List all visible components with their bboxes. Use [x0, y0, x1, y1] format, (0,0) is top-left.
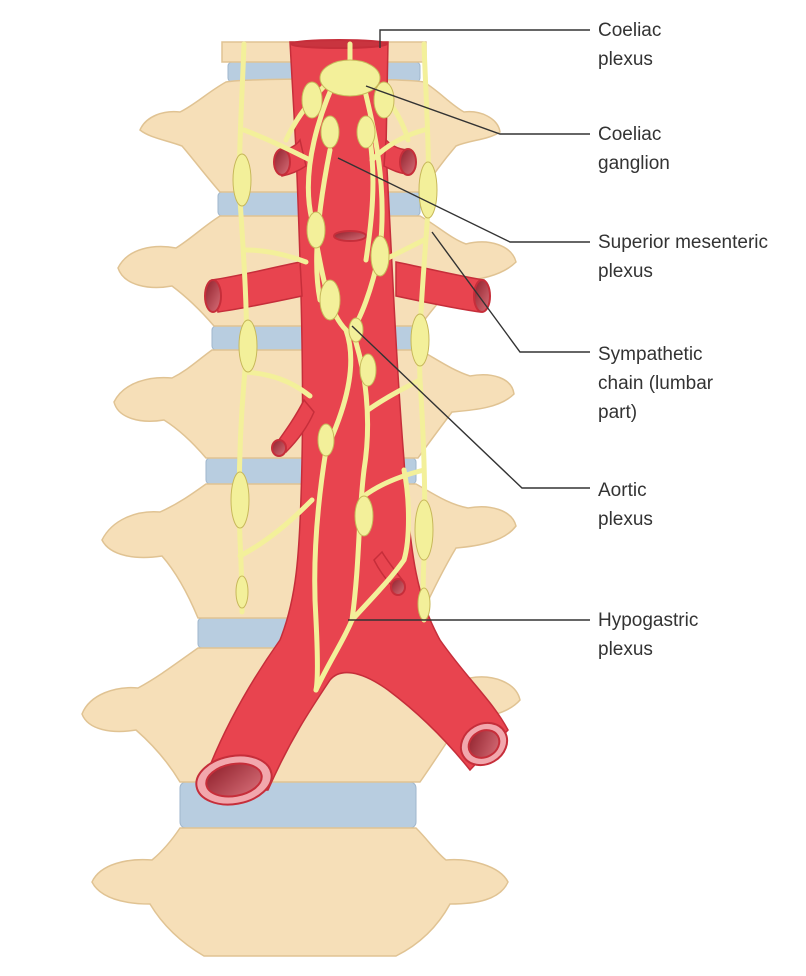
arteries	[198, 41, 509, 793]
sacrum	[91, 827, 509, 957]
label-hypogastric-plexus-line-1: Hypogastric	[598, 610, 699, 631]
sma-ganglion	[320, 115, 340, 149]
plexus-ganglion-7	[354, 495, 374, 537]
sma-ganglion-2	[356, 115, 376, 149]
right-chain-ganglion-4	[235, 575, 249, 609]
leader-sympathetic-chain	[431, 231, 590, 353]
coeliac-ganglion-left	[373, 81, 395, 119]
label-aortic-plexus: Aortic plexus	[598, 476, 653, 534]
plexus-ganglion-1	[306, 211, 326, 249]
hypogastric-strand	[313, 467, 411, 693]
label-aortic-plexus-line-1: Aortic	[598, 480, 647, 501]
left-common-iliac-inner	[467, 729, 501, 759]
left-chain-ganglion-3	[414, 499, 434, 561]
leader-coeliac-ganglion	[365, 85, 590, 135]
right-renal-lumen	[204, 279, 222, 313]
label-coeliac-ganglion-line-1: Coeliac	[598, 124, 662, 145]
label-hypogastric-plexus: Hypogastric plexus	[598, 606, 698, 664]
label-sympathetic-chain-line-3: part)	[598, 402, 638, 423]
coeliac-ganglion-right	[301, 81, 323, 119]
plexus-ganglion-5	[359, 353, 377, 387]
plexus-ganglion-2	[370, 235, 390, 277]
coeliac-ganglion-shape	[319, 59, 381, 97]
left-chain-ganglion-4	[417, 587, 431, 621]
label-hypogastric-plexus-line-2: plexus	[598, 639, 653, 660]
label-coeliac-plexus-line-1: Coeliac	[598, 20, 662, 41]
left-chain-ganglion-1	[418, 161, 438, 219]
plexus-ganglion-6	[317, 423, 335, 457]
leader-superior-mesenteric-plexus	[337, 157, 590, 243]
plexus-ganglion-3	[319, 279, 341, 321]
leader-lines	[337, 29, 590, 621]
left-rami	[361, 127, 427, 499]
label-superior-mesenteric-plexus-line-2: plexus	[598, 261, 653, 282]
right-upper-lumen	[273, 148, 291, 176]
right-chain-ganglion-2	[238, 319, 258, 373]
right-rami	[237, 127, 315, 559]
label-sympathetic-chain-line-1: Sympathetic	[598, 344, 703, 365]
ima-lumen	[390, 578, 406, 596]
vessel-cut-ends	[195, 39, 509, 806]
right-renal-artery	[211, 261, 303, 313]
aorta-top-lumen	[290, 39, 388, 49]
label-superior-mesenteric-plexus: Superior mesenteric plexus	[598, 228, 768, 286]
label-coeliac-ganglion-line-2: ganglion	[598, 153, 670, 174]
leader-coeliac-plexus	[379, 29, 590, 48]
left-upper-lumen	[399, 148, 417, 176]
left-renal-lumen	[473, 279, 491, 313]
right-chain-ganglion-1	[232, 153, 252, 207]
label-coeliac-plexus-line-2: plexus	[598, 49, 653, 70]
aortic-plexus-strand-1	[305, 67, 354, 693]
right-lumbar-lumen	[271, 439, 287, 457]
right-common-iliac-inner	[205, 762, 263, 798]
sma-lumen	[333, 230, 367, 242]
nerve-ganglia	[230, 59, 438, 621]
leader-aortic-plexus	[351, 325, 590, 489]
label-sympathetic-chain: Sympathetic chain (lumbar part)	[598, 340, 713, 427]
right-chain-ganglion-3	[230, 471, 250, 529]
label-superior-mesenteric-plexus-line-1: Superior mesenteric	[598, 232, 769, 253]
label-sympathetic-chain-line-2: chain (lumbar	[598, 373, 714, 394]
left-chain-ganglion-2	[410, 313, 430, 367]
label-coeliac-ganglion: Coeliac ganglion	[598, 120, 670, 178]
label-aortic-plexus-line-2: plexus	[598, 509, 653, 530]
label-coeliac-plexus: Coeliac plexus	[598, 16, 661, 74]
